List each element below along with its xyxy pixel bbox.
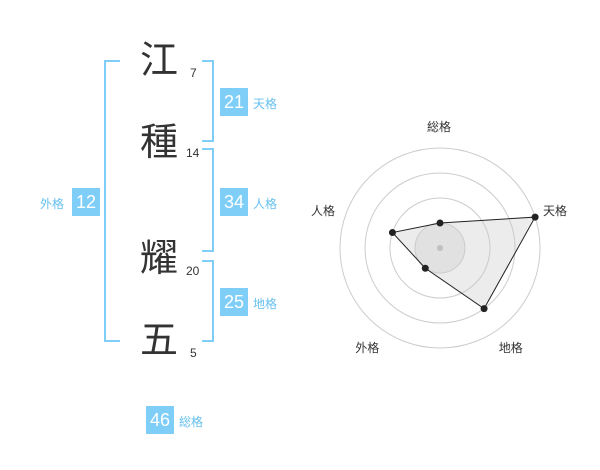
radar-axis-label: 総格 [427,120,452,134]
radar-axis-label: 人格 [310,204,335,219]
radar-point-2 [531,213,539,221]
radar-axis-label: 天格 [543,204,568,219]
tenkaku-label: 天格 [253,97,278,111]
stroke-count-2: 14 [186,146,200,160]
radar-point-4 [421,264,429,272]
radar-point-1 [436,219,444,227]
name-char-3: 耀 [140,236,179,280]
jinkaku-value: 34 [220,188,248,216]
name-char-2: 種 [140,120,179,164]
jinkaku-bracket [202,148,214,252]
radar-axis-label: 外格 [355,340,380,355]
stroke-count-1: 7 [190,66,197,80]
stroke-count-4: 5 [190,346,197,360]
radar-grid-ring [339,147,541,349]
radar-series-polygon [391,216,536,310]
chikaku-label: 地格 [253,297,278,311]
radar-point-3 [480,305,488,313]
radar-center-dot [437,245,443,251]
soukaku-value: 46 [146,406,174,434]
name-char-1: 江 [140,38,179,82]
soukaku-label: 総格 [179,415,204,429]
gaikaku-label: 外格 [40,197,65,211]
jinkaku-label: 人格 [253,197,278,211]
gaikaku-bracket [104,60,120,342]
stroke-count-3: 20 [186,264,200,278]
radar-grid-ring [364,172,516,324]
gaikaku-value: 12 [72,188,100,216]
tenkaku-bracket [202,60,214,142]
radar-point-5 [388,229,396,237]
radar-grid-ring [389,197,491,299]
radar-chart [339,147,541,349]
tenkaku-value: 21 [220,88,248,116]
chikaku-value: 25 [220,288,248,316]
name-char-4: 五 [140,318,179,362]
chikaku-bracket [202,260,214,342]
radar-axis-label: 地格 [498,340,523,355]
